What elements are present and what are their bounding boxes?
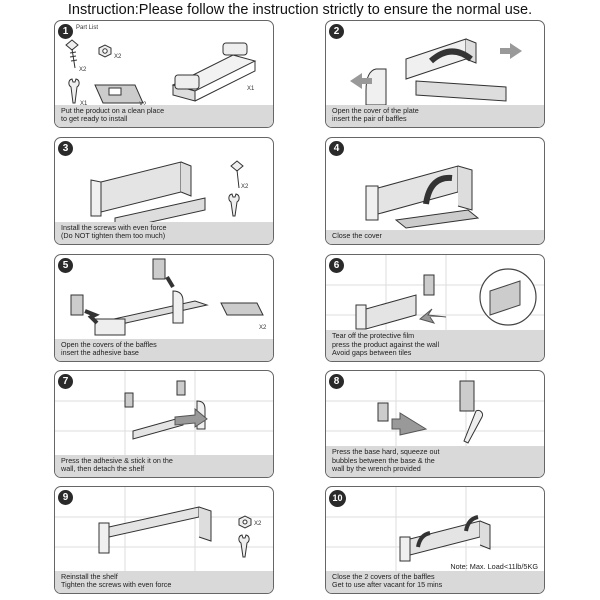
step-10-panel: 10 Note: Max. Load<11lb/5KG Close the 2 … [325, 486, 545, 594]
qty-wrench: X1 [80, 101, 87, 107]
rotate-arrow-icon [423, 174, 453, 205]
qty-nut: X2 [254, 521, 262, 527]
baffle-shape [365, 68, 387, 106]
step-10-illustration [326, 487, 544, 577]
adhesive-base-shape [70, 294, 84, 316]
step-1-number: 1 [58, 24, 73, 39]
rotate-arrow-icon [416, 531, 431, 548]
step-1-illustration [65, 39, 257, 104]
screw-icon [230, 160, 244, 189]
step-2-number: 2 [329, 24, 344, 39]
part-list-label: Part List [76, 25, 99, 31]
step-10-number: 10 [329, 490, 346, 507]
adhesive-base-shape [377, 402, 389, 422]
instruction-title: Instruction:Please follow the instructio… [67, 2, 533, 18]
rotate-arrow-icon [428, 48, 473, 64]
adhesive-plate-icon [94, 84, 144, 104]
arrow-right-icon [174, 407, 208, 428]
arrow-right-icon [350, 73, 372, 89]
wrench-icon [238, 534, 250, 558]
arrow-icon [84, 309, 100, 325]
step-5-illustration [70, 258, 264, 336]
arrow-icon [165, 275, 175, 289]
arrow-left-icon [500, 43, 522, 59]
step-3-caption: Install the screws with even force(Do NO… [55, 221, 273, 244]
step-9-number: 9 [58, 490, 73, 505]
qty-plate: X2 [259, 325, 267, 331]
step-7-illustration [55, 371, 273, 461]
step-9-illustration [55, 487, 273, 577]
wrench-icon [463, 410, 483, 444]
step-4-illustration [365, 165, 480, 229]
wall-tiles [55, 371, 273, 461]
step-6-number: 6 [329, 258, 344, 273]
step-6-illustration [326, 255, 544, 345]
step-8-number: 8 [329, 374, 344, 389]
rotate-arrow-icon [464, 515, 479, 532]
qty-screw: X2 [79, 67, 87, 73]
step-8-illustration [326, 371, 544, 461]
step-7-number: 7 [58, 374, 73, 389]
step-3-number: 3 [58, 141, 73, 156]
qty-screw: X2 [241, 184, 249, 190]
wall-tiles [55, 487, 273, 577]
step-3-panel: 3 X2 Install the screws with even force(… [54, 137, 274, 245]
screw-icon [65, 39, 79, 69]
qty-shelf: X1 [247, 86, 255, 92]
wrench-icon [228, 193, 240, 217]
nut-icon [238, 515, 252, 529]
shelf-end-shape [90, 179, 102, 217]
step-4-panel: 4 Close the cover [325, 137, 545, 245]
max-load-note: Note: Max. Load<11lb/5KG [450, 562, 538, 571]
step-4-caption: Close the cover [326, 230, 544, 244]
step-5-number: 5 [58, 258, 73, 273]
adhesive-plate-icon [220, 302, 264, 316]
wrench-icon [68, 78, 80, 104]
qty-nut: X2 [114, 54, 122, 60]
shelf-icon [171, 42, 257, 102]
step-4-number: 4 [329, 141, 344, 156]
arrow-icon [418, 308, 447, 324]
step-2-illustration [350, 38, 522, 106]
arrow-icon [391, 412, 428, 436]
step-1-panel: 1 Part List X2 X2 X1 X2 X1 [54, 20, 274, 128]
nut-icon [98, 44, 112, 58]
